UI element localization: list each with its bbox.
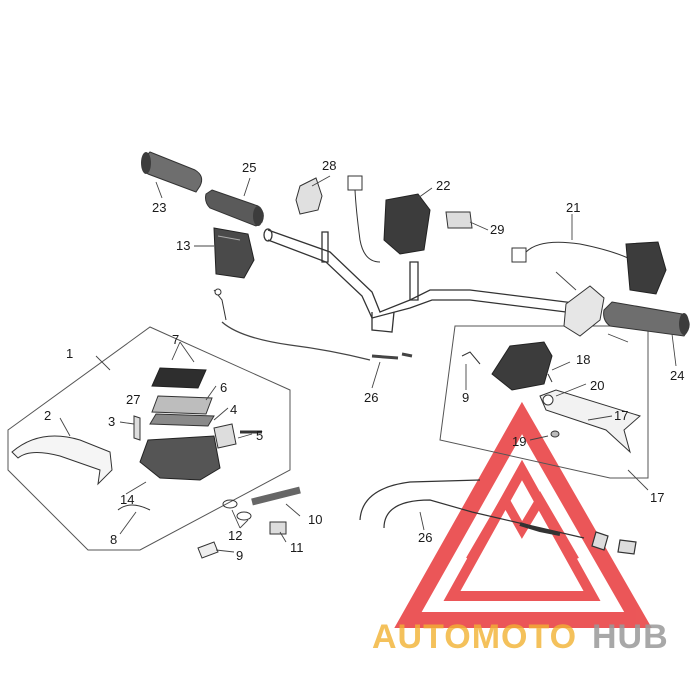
callout-23: 29	[490, 222, 504, 237]
hose-fittings	[197, 486, 301, 559]
cable-25	[359, 479, 637, 555]
callout-25: 26	[418, 530, 432, 545]
handlebar	[263, 228, 591, 333]
clip-23	[445, 211, 473, 229]
callout-5: 5	[256, 428, 263, 443]
cable-19	[221, 321, 371, 361]
watermark-triangle-outer	[394, 401, 652, 628]
bracket-29	[563, 285, 605, 337]
callout-18: 25	[242, 160, 256, 175]
callout-6: 6	[220, 380, 227, 395]
callout-17-left: 23	[152, 200, 166, 215]
lever-assembly-right	[461, 341, 642, 454]
callout-28: 19	[512, 434, 526, 449]
group-1-outline	[7, 326, 291, 551]
callout-22: 18	[576, 352, 590, 367]
callout-7: 7	[172, 332, 179, 347]
callout-21: 17	[614, 408, 628, 423]
callout-26-top: 28	[322, 158, 336, 173]
callout-16: 22	[436, 178, 450, 193]
watermark-text-hub: HUB	[592, 618, 669, 656]
callout-19: 26	[364, 390, 378, 405]
callout-17-right: 24	[670, 368, 684, 383]
callout-11: 11	[290, 540, 304, 555]
callout-8: 8	[110, 532, 117, 547]
callout-1: 1	[66, 346, 73, 361]
callout-4: 4	[230, 402, 237, 417]
callouts: 23 25 13 28 22 29 21 24 26 1 2 3 7 27 6 …	[44, 158, 684, 563]
callout-14: 14	[120, 492, 134, 507]
leader-lines	[59, 175, 677, 553]
master-cylinder	[11, 367, 262, 511]
throttle-grip	[205, 189, 264, 227]
callout-12: 12	[228, 528, 242, 543]
switch-housing-13	[213, 227, 255, 321]
bracket-26-top	[295, 177, 323, 215]
watermark-text-automoto: AUTOMOTO	[372, 618, 577, 656]
grip-left	[141, 151, 203, 193]
callout-26-bottom: 27	[126, 392, 140, 407]
callout-15: 21	[566, 200, 580, 215]
callout-24: 20	[590, 378, 604, 393]
watermark-m-stroke	[466, 490, 579, 563]
callout-9-right: 9	[462, 390, 469, 405]
callout-3: 3	[108, 414, 115, 429]
callout-2: 2	[44, 408, 51, 423]
wire-15	[511, 241, 667, 295]
callout-10: 10	[308, 512, 322, 527]
watermark-text: AUTOMOTO HUB	[372, 618, 669, 656]
callout-9-left: 9	[236, 548, 243, 563]
callout-20: 17	[650, 490, 664, 505]
grip-right	[603, 301, 690, 337]
switch-16	[347, 175, 431, 263]
callout-13: 13	[176, 238, 190, 253]
